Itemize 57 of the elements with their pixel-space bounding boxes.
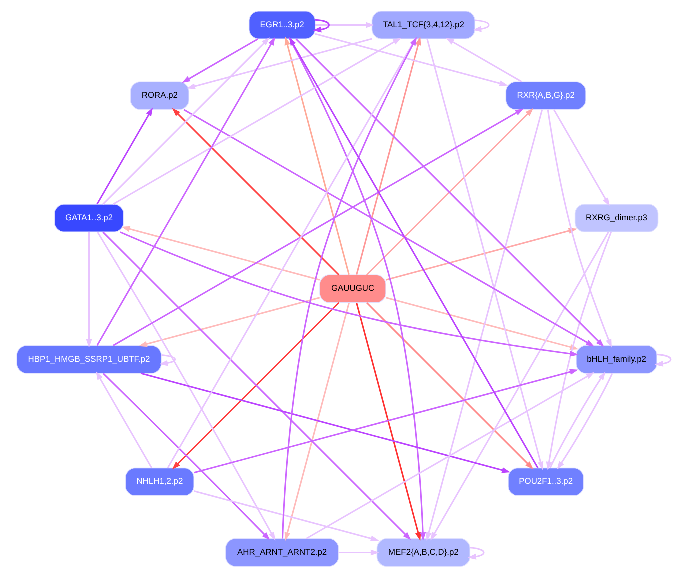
arrow — [312, 19, 330, 33]
node-box: RORA.p2 — [130, 82, 190, 110]
arrow — [426, 110, 543, 541]
arrow — [356, 302, 421, 542]
arrow — [426, 38, 544, 470]
node-box: NHLH1,2.p2 — [124, 468, 194, 496]
arrow — [96, 372, 152, 468]
arrow — [467, 547, 484, 560]
arrow — [102, 373, 270, 540]
arrow — [172, 108, 340, 276]
arrow — [553, 110, 610, 206]
arrow — [96, 37, 275, 346]
arrow — [284, 302, 350, 542]
arrow — [546, 232, 612, 470]
node-box: AHR_ARNT_ARNT2.p2 — [225, 538, 339, 567]
arrow — [102, 38, 270, 205]
arrow — [295, 38, 604, 348]
arrow — [172, 302, 340, 470]
arrow — [96, 108, 153, 205]
node-box: RXRG_dimer.p3 — [574, 204, 658, 233]
arrow — [183, 109, 594, 347]
node-box: MEF2{A,B,C,D}.p2 — [376, 538, 470, 567]
arrow — [96, 232, 276, 541]
arrow — [556, 373, 613, 470]
arrow — [549, 372, 606, 468]
arrow — [121, 226, 320, 281]
node-box: POU2F1..3.p2 — [508, 468, 584, 496]
arrow — [366, 302, 534, 470]
arrow — [654, 354, 672, 367]
arrow — [112, 108, 524, 346]
arrow — [194, 369, 578, 474]
node-box: EGR1..3.p2 — [248, 11, 316, 40]
arrow — [430, 232, 609, 541]
arrow — [366, 108, 534, 276]
arrow — [306, 372, 594, 540]
arrow — [158, 354, 176, 366]
arrow — [182, 38, 258, 84]
arrow — [102, 232, 411, 540]
arrow — [445, 38, 522, 83]
arrow — [140, 372, 510, 474]
arrow — [472, 20, 490, 32]
arrow — [193, 490, 379, 542]
node-box: TAL1_TCF{3,4,12}.p2 — [371, 11, 476, 40]
arrow — [546, 110, 612, 348]
node-box: GAUUGUC — [319, 274, 386, 304]
node-box: RXR{A,B,G}.p2 — [505, 82, 586, 110]
arrow — [284, 36, 350, 276]
arrow — [315, 22, 374, 28]
node-box: bHLH_family.p2 — [576, 345, 657, 374]
arrow — [314, 33, 508, 86]
arrow — [112, 38, 402, 206]
arrow — [186, 38, 372, 90]
node-box: GATA1..3.p2 — [54, 204, 124, 233]
arrow — [338, 550, 379, 556]
arrow — [138, 297, 320, 348]
arrow — [86, 232, 92, 348]
node-box: HBP1_HMGB_SSRP1_UBTF.p2 — [16, 345, 162, 374]
